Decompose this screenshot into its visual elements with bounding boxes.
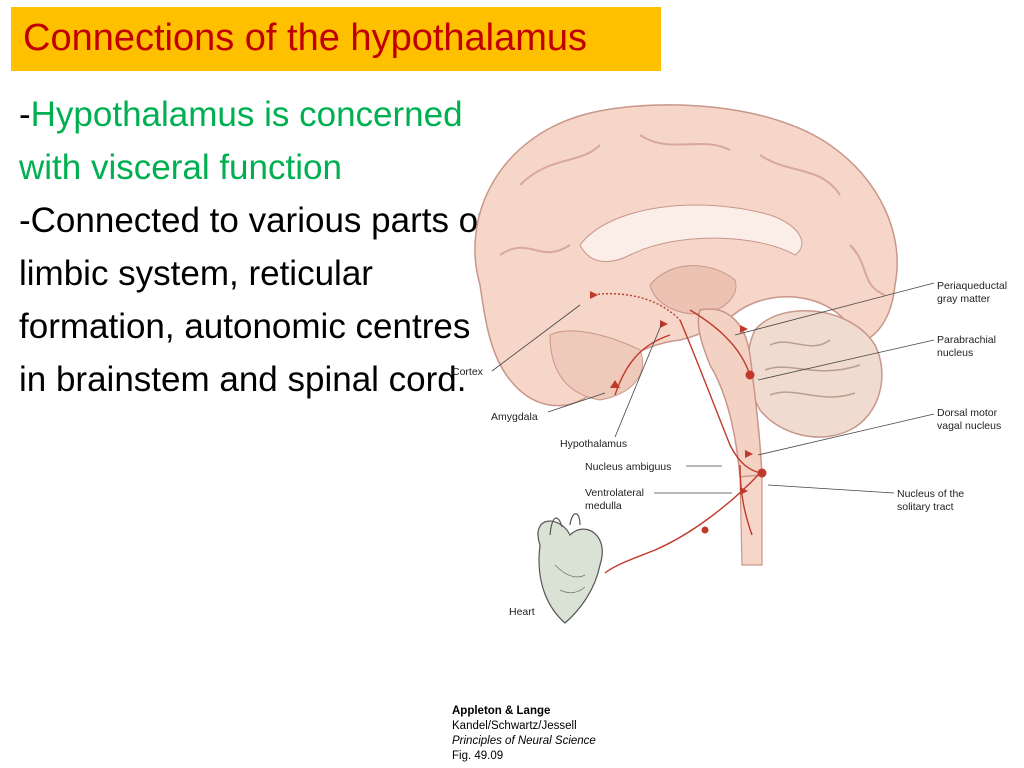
label-ventrolateral-1: Ventrolateral [585,487,644,499]
label-dorsal-motor-2: vagal nucleus [937,420,1001,432]
bullet-1-text: Hypothalamus is concerned with visceral … [19,95,463,187]
label-solitary-1: Nucleus of the [897,488,964,500]
heart-illustration [537,513,603,624]
credit-book: Principles of Neural Science [452,735,596,747]
hypothalamus-connections-diagram: Cortex Amygdala Hypothalamus Nucleus amb… [452,104,1007,624]
label-periaqueductal-1: Periaqueductal [937,280,1007,292]
credit-figure-number: Fig. 49.09 [452,750,504,762]
leader-lines [491,282,935,494]
bullet-1-dash: - [19,95,31,134]
label-nucleus-ambiguus: Nucleus ambiguus [585,461,671,473]
credit-authors: Kandel/Schwartz/Jessell [452,720,577,732]
credit-publisher: Appleton & Lange [452,705,551,717]
diencephalon [649,265,737,315]
pathways [589,293,761,574]
label-parabrachial-2: nucleus [937,347,973,359]
bullet-1: -Hypothalamus is concerned with visceral… [19,88,489,194]
pathway-markers [590,291,767,534]
spinal-cord [739,474,763,566]
title-banner: Connections of the hypothalamus [11,7,661,71]
page-title: Connections of the hypothalamus [23,17,588,59]
gyri-lines [499,134,886,296]
label-hypothalamus: Hypothalamus [560,438,627,450]
bullet-2: -Connected to various parts of limbic sy… [19,201,488,399]
label-solitary-2: solitary tract [897,501,954,513]
corpus-callosum [579,204,803,263]
label-ventrolateral-2: medulla [585,500,622,512]
bullet-list: -Hypothalamus is concerned with visceral… [19,88,489,406]
label-parabrachial-1: Parabrachial [937,334,996,346]
label-heart: Heart [509,606,535,618]
cerebellum [747,310,883,438]
label-cortex: Cortex [452,366,484,378]
label-periaqueductal-2: gray matter [937,293,991,305]
figure-credit: Appleton & Lange Kandel/Schwartz/Jessell… [452,704,596,764]
label-amygdala: Amygdala [491,411,538,423]
label-dorsal-motor-1: Dorsal motor [937,407,998,419]
